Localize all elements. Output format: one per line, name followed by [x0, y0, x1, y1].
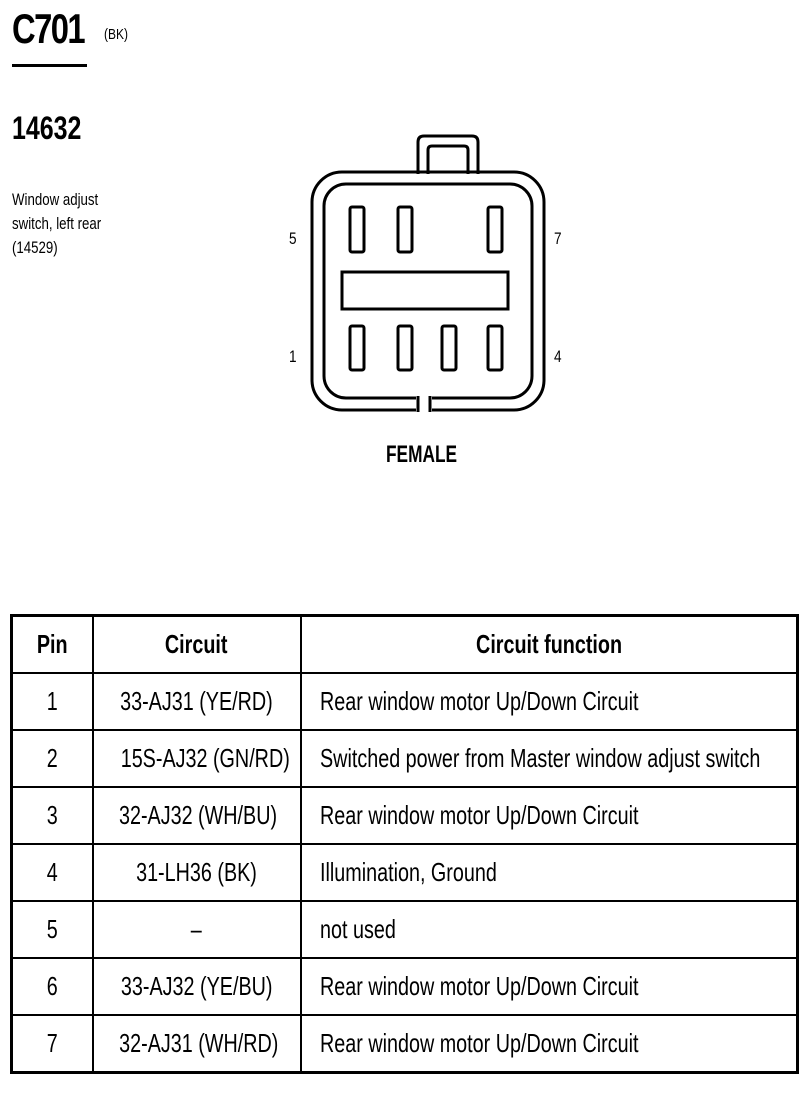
column-header-circuit-function: Circuit function: [299, 614, 799, 674]
pin-label-top-left: 5: [289, 229, 297, 248]
pinout-table: Pin Circuit Circuit function 1 33-AJ31 (…: [10, 614, 799, 1074]
terminal-cavity: [396, 324, 414, 372]
part-number: 14632: [12, 110, 82, 146]
pin-cell: 6: [10, 957, 94, 1016]
table-row: 4 31-LH36 (BK) Illumination, Ground: [10, 843, 799, 902]
circuit-cell: 32-AJ31 (WH/RD): [91, 1014, 302, 1074]
circuit-cell: 31-LH36 (BK): [91, 843, 302, 902]
pin-cell: 5: [10, 900, 94, 959]
connector-face-diagram: [310, 134, 546, 414]
pin-cell: 1: [10, 672, 94, 731]
table-header-row: Pin Circuit Circuit function: [10, 614, 799, 674]
keying-notch: [416, 394, 432, 414]
function-cell: not used: [299, 900, 799, 959]
circuit-cell: –: [91, 900, 302, 959]
pin-label-bottom-left: 1: [289, 347, 297, 366]
circuit-cell: 33-AJ31 (YE/RD): [91, 672, 302, 731]
table-row: 5 – not used: [10, 900, 799, 959]
terminal-cavity: [440, 324, 458, 372]
terminal-cavity: [396, 205, 414, 254]
description-line-3: (14529): [12, 238, 58, 257]
connector-description: Window adjust switch, left rear (14529): [12, 188, 152, 260]
terminal-cavity: [348, 324, 366, 372]
connector-gender-label: FEMALE: [386, 441, 458, 468]
connector-color: (BK): [104, 26, 128, 43]
column-header-circuit: Circuit: [91, 614, 302, 674]
center-rib: [340, 270, 510, 311]
circuit-cell: 15S-AJ32 (GN/RD): [91, 729, 302, 788]
pin-label-top-right: 7: [554, 229, 562, 248]
table-row: 1 33-AJ31 (YE/RD) Rear window motor Up/D…: [10, 672, 799, 731]
table-row: 7 32-AJ31 (WH/RD) Rear window motor Up/D…: [10, 1014, 799, 1074]
function-cell: Rear window motor Up/Down Circuit: [299, 786, 799, 845]
circuit-cell: 32-AJ32 (WH/BU): [91, 786, 302, 845]
description-line-1: Window adjust: [12, 190, 99, 209]
terminal-cavity: [486, 324, 504, 372]
function-cell: Rear window motor Up/Down Circuit: [299, 957, 799, 1016]
description-line-2: switch, left rear: [12, 214, 102, 233]
pin-cell: 7: [10, 1014, 94, 1074]
function-cell: Switched power from Master window adjust…: [299, 729, 799, 788]
pin-cell: 4: [10, 843, 94, 902]
table-row: 2 15S-AJ32 (GN/RD) Switched power from M…: [10, 729, 799, 788]
connector-id: C701: [12, 5, 86, 52]
title-underline: [12, 64, 87, 67]
pin-cell: 3: [10, 786, 94, 845]
table-row: 6 33-AJ32 (YE/BU) Rear window motor Up/D…: [10, 957, 799, 1016]
circuit-cell: 33-AJ32 (YE/BU): [91, 957, 302, 1016]
pin-cell: 2: [10, 729, 94, 788]
column-header-pin: Pin: [10, 614, 94, 674]
terminal-cavity: [486, 205, 504, 254]
function-cell: Rear window motor Up/Down Circuit: [299, 672, 799, 731]
terminal-cavity: [348, 205, 366, 254]
pin-label-bottom-right: 4: [554, 347, 562, 366]
locking-tab: [416, 134, 480, 174]
function-cell: Rear window motor Up/Down Circuit: [299, 1014, 799, 1074]
function-cell: Illumination, Ground: [299, 843, 799, 902]
table-row: 3 32-AJ32 (WH/BU) Rear window motor Up/D…: [10, 786, 799, 845]
